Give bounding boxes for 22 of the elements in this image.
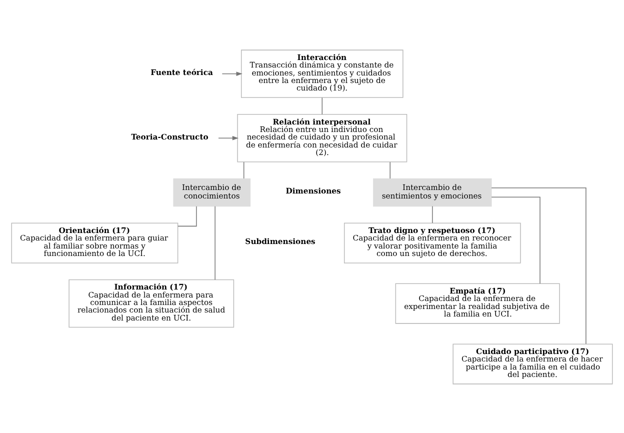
connector [432,205,433,223]
arrow [222,71,242,76]
node-box: Intercambio de sentimientos y emociones [373,178,492,206]
node-box: Relación interpersonal Relación entre un individuo con necesidad de cuidado y un profesional de enfermería con necesidad de cuidar (2). [237,114,408,162]
node-box: Empatía (17) Capacidad de la enfermera de experimentar la realidad subjetiva de la familia en UCI. [395,282,560,324]
node-box: Interacción Transacción dinámica y constante de emociones, sentimientos y cuidados entre la enfermera y el sujeto de cuidado (19). [240,49,404,98]
node-box: Orientación (17) Capacidad de la enfermera para guiar al familiar sobre normas y funcionamiento de la UCI. [11,222,178,263]
node-box: Cuidado participativo (17) Capacidad de la enfermera de hacer participe a la familia en el cuidado del paciente. [452,343,613,384]
node-text: Fuente teórica [150,67,213,76]
node-box: Trato digno y respetuoso (17) Capacidad de la enfermera en reconocer y valorar positivamente la familia como un sujeto de derechos. [344,222,521,263]
connector [214,205,216,280]
node-box: Intercambio de conocimientos [173,178,251,206]
label: Dimensiones [286,186,341,196]
connector [322,96,323,114]
node-box: Información (17) Capacidad de la enfermera para comunicar a la familia aspectos relacionados con la situación de salud del paciente en UCI. [68,278,234,328]
connector [178,206,197,226]
label: Subdimensiones [245,236,316,246]
connector [491,196,540,284]
node-text: Teoria-Constructo [131,132,208,141]
connector [491,187,586,344]
connector [243,161,244,178]
arrow [218,135,239,140]
